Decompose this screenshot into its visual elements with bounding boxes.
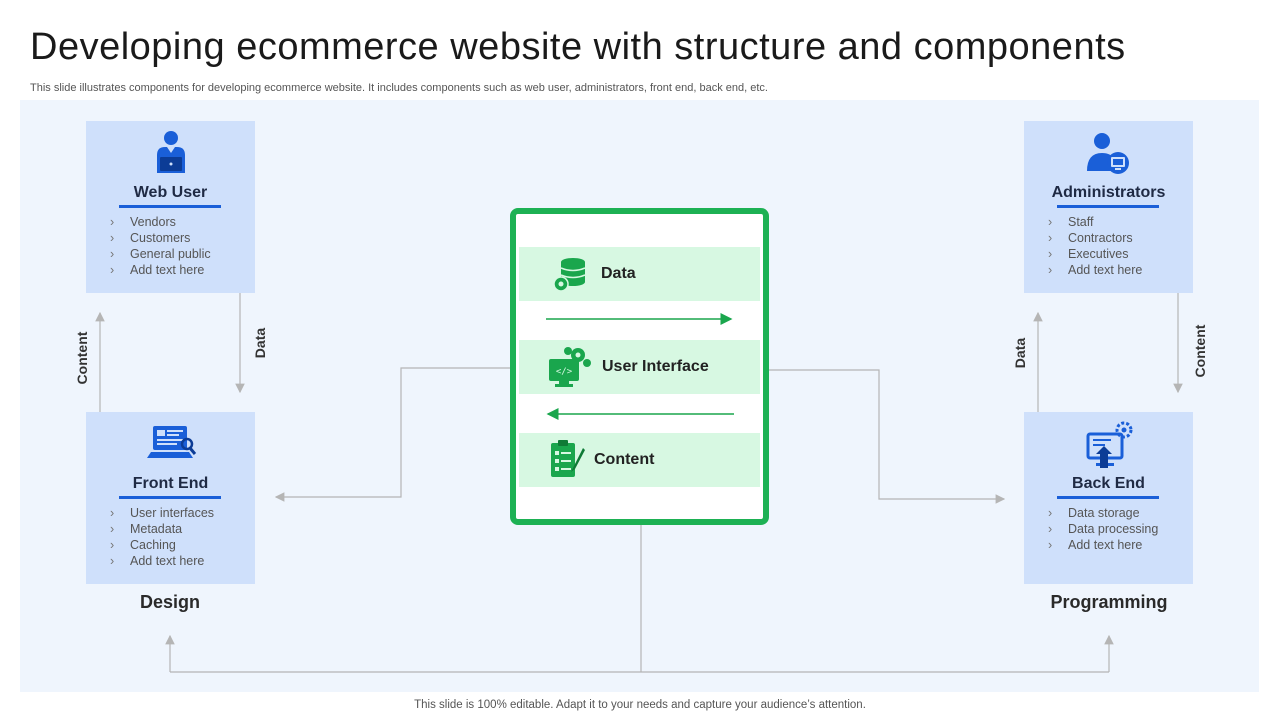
list-item: Customers — [110, 230, 211, 246]
right-data-label: Data — [1012, 337, 1028, 369]
web-user-title: Web User — [133, 184, 208, 201]
code-monitor-gear-icon: </> — [547, 345, 591, 387]
web-user-card: Web User Vendors Customers General publi… — [86, 121, 255, 293]
center-row-data: Data — [519, 247, 760, 301]
laptop-screen-icon — [86, 420, 255, 470]
administrators-list: Staff Contractors Executives Add text he… — [1048, 214, 1142, 278]
administrators-title: Administrators — [1051, 184, 1166, 201]
list-item: Caching — [110, 537, 214, 553]
page-subtitle: This slide illustrates components for de… — [30, 82, 768, 94]
list-item: Add text here — [110, 553, 214, 569]
back-end-underline — [1057, 496, 1159, 499]
center-to-backend-arrow — [757, 369, 1006, 504]
list-item: Add text here — [1048, 262, 1142, 278]
front-end-title: Front End — [132, 475, 209, 492]
design-label: Design — [139, 592, 200, 612]
center-row-label: Data — [601, 265, 636, 282]
list-item: Metadata — [110, 521, 214, 537]
center-row-label: User Interface — [602, 358, 709, 375]
svg-text:</>: </> — [556, 367, 573, 377]
administrators-underline — [1057, 205, 1159, 208]
list-item: General public — [110, 246, 211, 262]
back-end-title: Back End — [1072, 475, 1145, 492]
center-flow-arrows — [546, 313, 734, 420]
center-row-content: Content — [519, 433, 760, 487]
backend-gear-screen-icon — [1024, 420, 1193, 470]
list-item: Contractors — [1048, 230, 1142, 246]
database-gear-icon — [551, 256, 589, 294]
footer-note: This slide is 100% editable. Adapt it to… — [414, 699, 866, 711]
center-row-label: Content — [594, 451, 655, 468]
list-item: Data storage — [1048, 505, 1158, 521]
front-end-list: User interfaces Metadata Caching Add tex… — [110, 505, 214, 569]
left-data-label: Data — [252, 327, 268, 359]
web-user-list: Vendors Customers General public Add tex… — [110, 214, 211, 278]
list-item: User interfaces — [110, 505, 214, 521]
clipboard-checklist-icon — [547, 438, 585, 477]
left-content-label: Content — [74, 331, 90, 385]
back-end-list: Data storage Data processing Add text he… — [1048, 505, 1158, 553]
center-to-frontend-arrow — [274, 367, 513, 502]
list-item: Data processing — [1048, 521, 1158, 537]
center-row-user-interface: </> User Interface — [519, 340, 760, 394]
right-content-label: Content — [1192, 324, 1208, 378]
list-item: Vendors — [110, 214, 211, 230]
web-user-underline — [119, 205, 221, 208]
list-item: Staff — [1048, 214, 1142, 230]
front-end-card: Front End User interfaces Metadata Cachi… — [86, 412, 255, 584]
admin-monitor-icon — [1024, 129, 1193, 179]
person-laptop-icon — [86, 129, 255, 179]
center-component-box: Data </> User Interface — [510, 208, 769, 525]
list-item: Add text here — [110, 262, 211, 278]
front-end-underline — [119, 496, 221, 499]
list-item: Add text here — [1048, 537, 1158, 553]
administrators-card: Administrators Staff Contractors Executi… — [1024, 121, 1193, 293]
back-end-card: Back End Data storage Data processing Ad… — [1024, 412, 1193, 584]
page-title: Developing ecommerce website with struct… — [30, 26, 1126, 68]
list-item: Executives — [1048, 246, 1142, 262]
programming-label: Programming — [1050, 592, 1168, 612]
